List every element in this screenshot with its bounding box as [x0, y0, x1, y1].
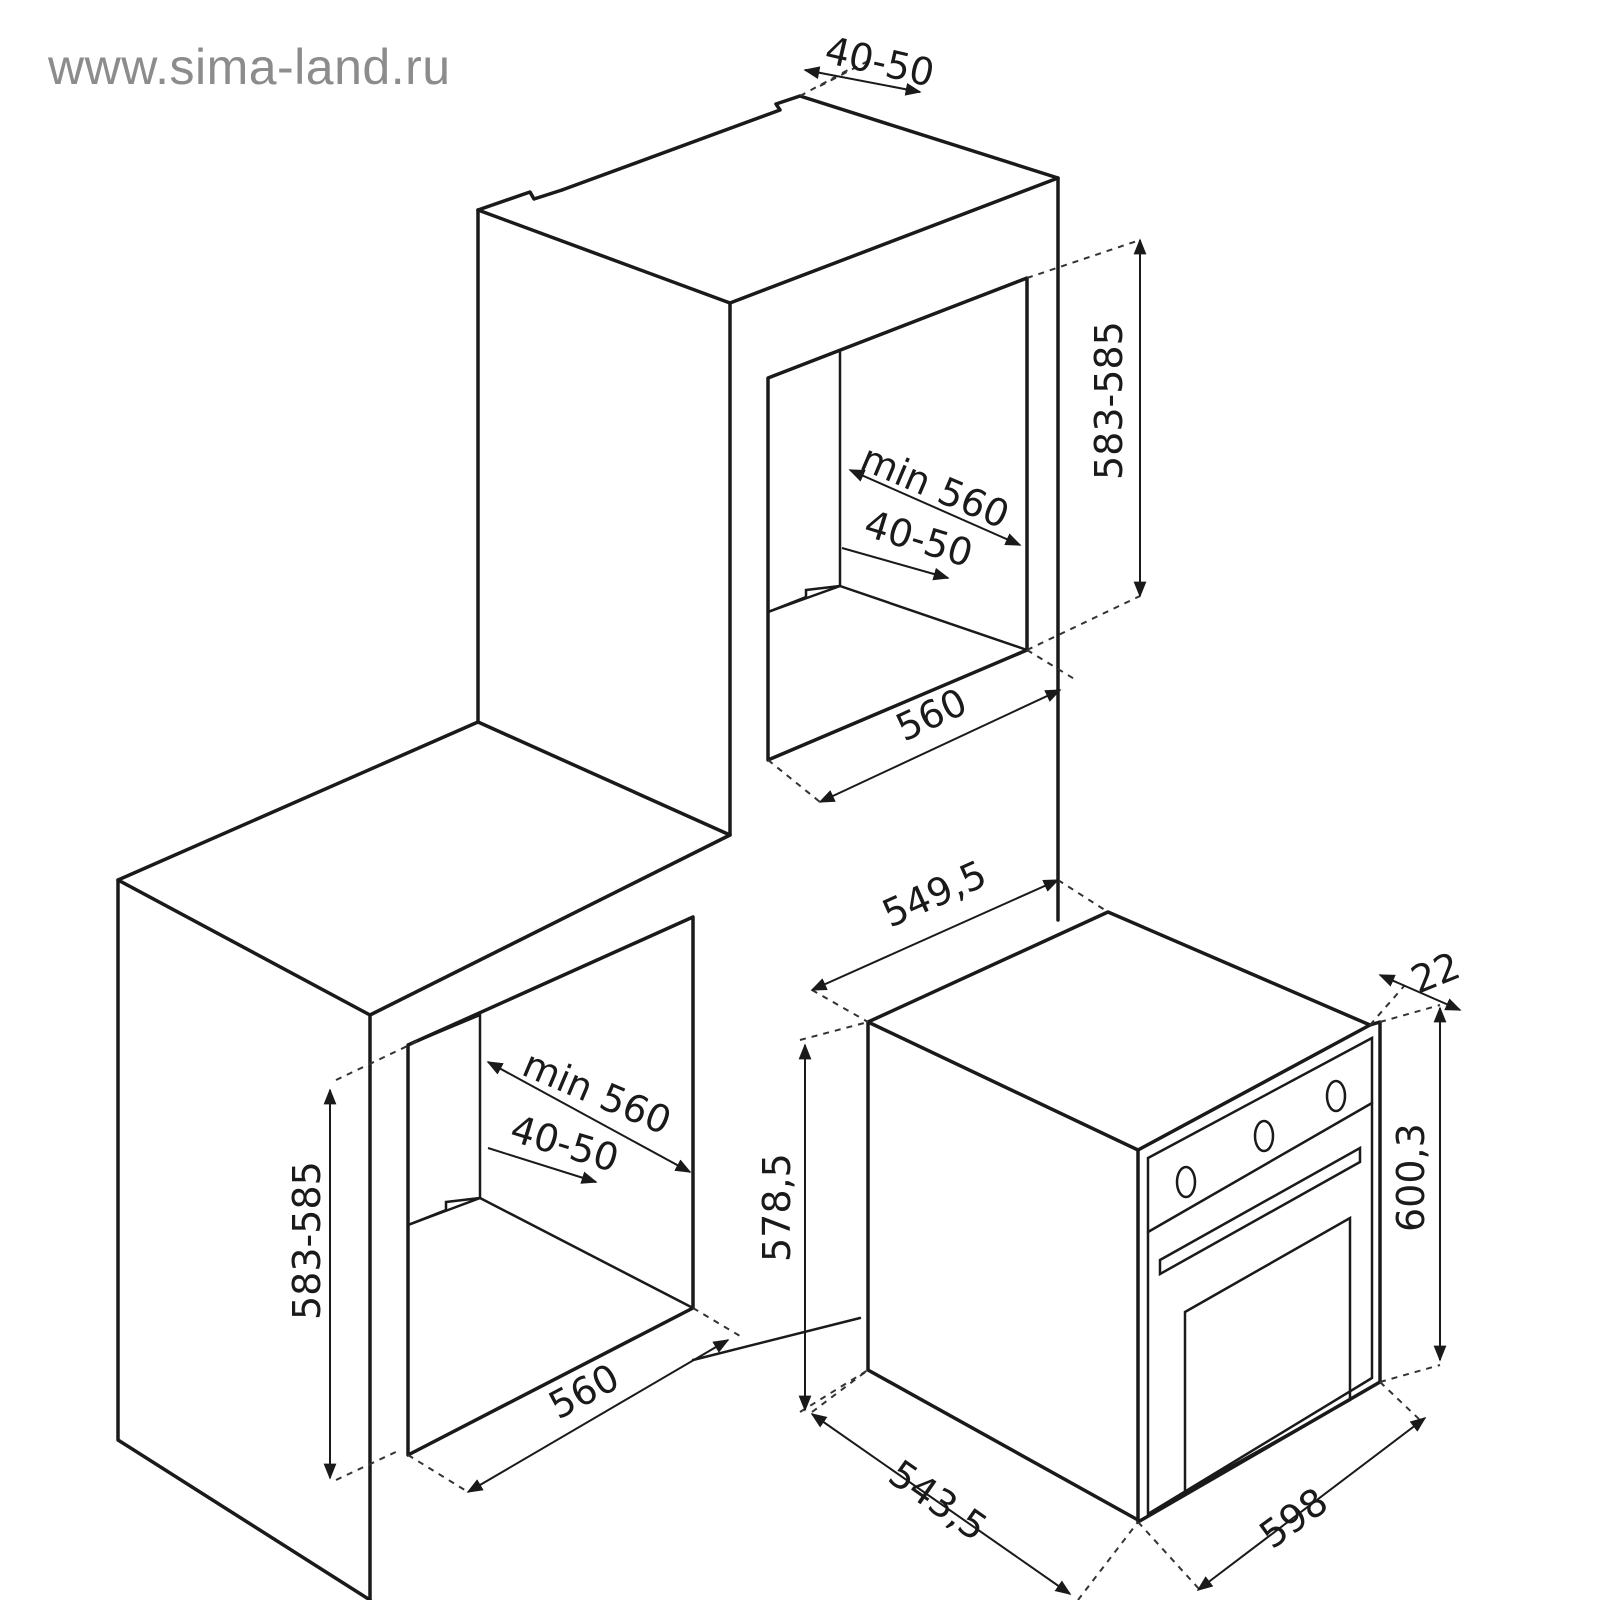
label-upper-width: 560 — [889, 680, 973, 751]
watermark-text: www.sima-land.ru — [48, 39, 451, 95]
label-oven-body-height: 578,5 — [755, 1153, 799, 1262]
label-top-gap: 40-50 — [821, 28, 938, 96]
door-handle-icon — [1158, 1145, 1362, 1277]
knob-2-icon — [1253, 1119, 1275, 1153]
knob-1-icon — [1175, 1165, 1197, 1199]
label-oven-width: 598 — [1251, 1479, 1336, 1557]
label-upper-height: 583-585 — [1087, 321, 1131, 480]
oven-window — [1183, 1215, 1352, 1495]
label-lower-width: 560 — [542, 1355, 627, 1428]
lower-cabinet — [116, 720, 862, 1600]
label-oven-front-thickness: 22 — [1405, 943, 1466, 1002]
knob-3-icon — [1325, 1079, 1347, 1113]
label-oven-body-depth: 543,5 — [881, 1451, 995, 1549]
label-oven-total-height: 600,3 — [1389, 1123, 1433, 1232]
label-lower-height: 583-585 — [285, 1161, 329, 1320]
oven — [866, 910, 1382, 1524]
label-oven-depth-top: 549,5 — [876, 852, 993, 936]
